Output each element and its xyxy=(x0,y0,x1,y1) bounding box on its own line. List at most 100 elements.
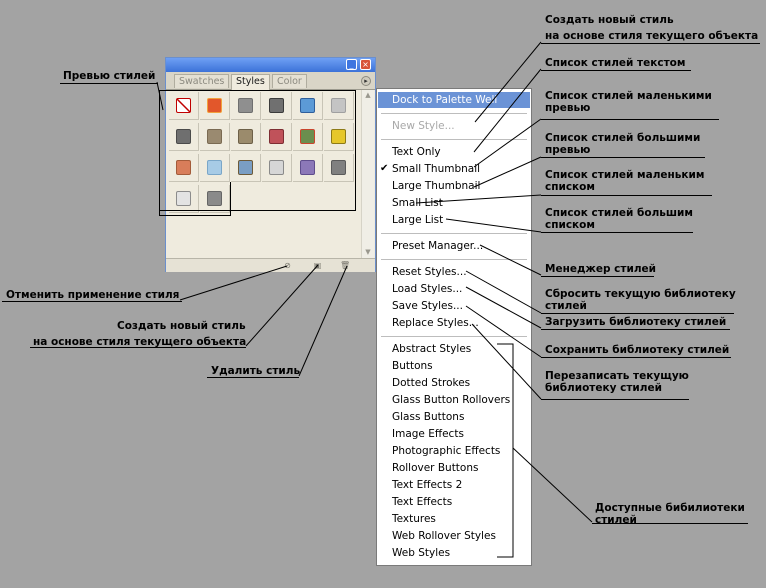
note-underline xyxy=(541,276,654,277)
note-small-thumb-2: превью xyxy=(545,102,591,114)
note-reset-1: Сбросить текущую библиотеку xyxy=(545,288,736,300)
tab-color[interactable]: Color xyxy=(272,74,307,88)
menu-item[interactable]: Dock to Palette Well xyxy=(378,92,530,108)
menu-item[interactable]: Web Rollover Styles xyxy=(392,530,496,542)
menu-item[interactable]: Text Effects 2 xyxy=(392,479,463,491)
menu-item[interactable]: Save Styles... xyxy=(392,300,463,312)
note-large-list-1: Список стилей большим xyxy=(545,207,693,219)
style-metal-icon xyxy=(176,129,191,144)
menu-item[interactable]: Text Effects xyxy=(392,496,453,508)
menu-item[interactable]: Image Effects xyxy=(392,428,464,440)
note-replace-2: библиотеку стилей xyxy=(545,382,662,394)
note-underline xyxy=(2,301,182,302)
style-swatch[interactable] xyxy=(200,185,230,213)
style-swatch[interactable] xyxy=(200,123,230,151)
style-swatch[interactable] xyxy=(262,123,292,151)
note-replace-1: Перезаписать текущую xyxy=(545,370,689,382)
style-gray-icon xyxy=(238,98,253,113)
preview-highlight-frame-lower xyxy=(159,182,231,216)
menu-item[interactable]: Load Styles... xyxy=(392,283,463,295)
note-new-style-1: Создать новый стиль xyxy=(545,14,674,26)
menu-item: New Style... xyxy=(392,120,455,132)
note-underline xyxy=(541,195,712,196)
style-swatch[interactable] xyxy=(169,154,199,182)
menu-item[interactable]: Text Only xyxy=(392,146,441,158)
style-swatch[interactable] xyxy=(200,154,230,182)
style-khaki-icon xyxy=(238,129,253,144)
menu-item[interactable]: Large Thumbnail xyxy=(392,180,481,192)
minimize-icon[interactable]: _ xyxy=(346,59,357,70)
palette-titlebar[interactable]: _ × xyxy=(166,58,375,72)
style-swatch[interactable] xyxy=(293,123,323,151)
note-libraries-1: Доступные бибилиотеки xyxy=(595,502,745,514)
style-swatch[interactable] xyxy=(200,92,230,120)
style-light-blue-icon xyxy=(207,160,222,175)
scroll-down-icon[interactable]: ▼ xyxy=(365,248,371,256)
style-swatch[interactable] xyxy=(231,92,261,120)
style-tan-icon xyxy=(207,129,222,144)
menu-item[interactable]: Preset Manager... xyxy=(392,240,484,252)
menu-item[interactable]: Dotted Strokes xyxy=(392,377,471,389)
note-clear-style: Отменить применение стиля xyxy=(6,289,180,301)
menu-item[interactable]: Abstract Styles xyxy=(392,343,472,355)
palette-menu-arrow-icon[interactable]: ▸ xyxy=(361,76,371,86)
menu-item[interactable]: Photographic Effects xyxy=(392,445,501,457)
menu-item[interactable]: Replace Styles... xyxy=(392,317,479,329)
style-dark-gray-icon xyxy=(331,160,346,175)
note-underline xyxy=(541,157,705,158)
note-new-style-2: на основе стиля текущего объекта xyxy=(545,30,759,42)
note-underline xyxy=(541,399,689,400)
note-underline xyxy=(207,377,299,378)
note-load: Загрузить библиотеку стилей xyxy=(545,316,727,328)
note-underline xyxy=(541,357,731,358)
tab-styles[interactable]: Styles xyxy=(231,74,270,90)
palette-scrollbar[interactable]: ▲ ▼ xyxy=(361,90,374,258)
menu-item[interactable]: Reset Styles... xyxy=(392,266,467,278)
style-swatch[interactable] xyxy=(169,92,199,120)
note-large-list-2: списком xyxy=(545,219,595,231)
note-style-preview: Превью стилей xyxy=(63,70,156,82)
style-medium-gray-icon xyxy=(207,191,222,206)
style-swatch[interactable] xyxy=(262,92,292,120)
palette-tabs: Swatches Styles Color ▸ xyxy=(166,72,375,90)
note-large-thumb-1: Список стилей большими xyxy=(545,132,701,144)
note-underline xyxy=(541,329,730,330)
delete-style-icon[interactable]: 🗑 xyxy=(340,261,351,270)
note-save: Сохранить библиотеку стилей xyxy=(545,344,730,356)
note-large-thumb-2: превью xyxy=(545,144,591,156)
style-swatch[interactable] xyxy=(293,92,323,120)
preview-highlight-frame xyxy=(159,90,356,211)
style-yellow-icon xyxy=(331,129,346,144)
style-swatch[interactable] xyxy=(231,123,261,151)
menu-item[interactable]: Textures xyxy=(392,513,436,525)
scroll-up-icon[interactable]: ▲ xyxy=(365,91,371,99)
close-icon[interactable]: × xyxy=(360,59,371,70)
note-small-list-2: списком xyxy=(545,181,595,193)
note-preset-manager: Менеджер стилей xyxy=(545,263,657,275)
menu-item[interactable]: Glass Buttons xyxy=(392,411,465,423)
note-underline xyxy=(592,523,748,524)
menu-item[interactable]: Glass Button Rollovers xyxy=(392,394,511,406)
menu-item[interactable]: Web Styles xyxy=(392,547,451,559)
style-swatch[interactable] xyxy=(231,154,261,182)
style-swatch[interactable] xyxy=(324,92,354,120)
menu-item[interactable]: Rollover Buttons xyxy=(392,462,479,474)
style-swatch[interactable] xyxy=(324,154,354,182)
style-sparkle-icon xyxy=(269,160,284,175)
menu-item[interactable]: Buttons xyxy=(392,360,433,372)
clear-style-icon[interactable]: ⊘ xyxy=(284,261,291,270)
menu-separator xyxy=(381,113,527,114)
note-underline xyxy=(541,43,760,44)
style-swatch[interactable] xyxy=(169,123,199,151)
tab-swatches[interactable]: Swatches xyxy=(174,74,230,88)
style-sunset-icon xyxy=(176,160,191,175)
style-red-stripes-icon xyxy=(269,129,284,144)
style-swatch[interactable] xyxy=(293,154,323,182)
style-swatch[interactable] xyxy=(324,123,354,151)
menu-item[interactable]: Large List xyxy=(392,214,444,226)
style-swatch[interactable] xyxy=(262,154,292,182)
style-purple-icon xyxy=(300,160,315,175)
menu-item[interactable]: Small Thumbnail xyxy=(392,163,481,175)
style-swatch[interactable] xyxy=(169,185,199,213)
